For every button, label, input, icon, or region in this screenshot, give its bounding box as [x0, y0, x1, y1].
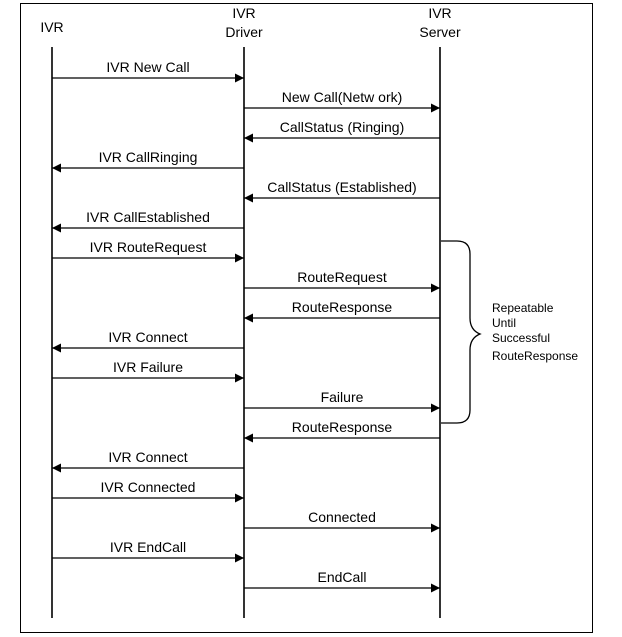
message-label: Connected: [308, 509, 376, 525]
repeat-group: Repeatable Until Successful RouteRespons…: [441, 240, 578, 424]
message: RouteRequest: [244, 269, 440, 293]
message: Connected: [244, 509, 440, 533]
message-label: EndCall: [317, 569, 366, 585]
message: IVR New Call: [52, 59, 244, 83]
participant-driver-label: IVR: [232, 5, 255, 21]
repeat-brace: [441, 240, 482, 424]
message: RouteResponse: [244, 419, 440, 443]
message: IVR Connect: [52, 329, 244, 353]
message: IVR CallRinging: [52, 149, 244, 173]
message-label: RouteRequest: [297, 269, 387, 285]
message-label: IVR Failure: [113, 359, 183, 375]
participant-driver-label: Driver: [225, 24, 263, 40]
message-label: RouteResponse: [292, 299, 393, 315]
participant-server-label: Server: [419, 24, 461, 40]
repeat-note-line: Until: [492, 316, 516, 330]
message: IVR RouteRequest: [52, 239, 244, 263]
message-label: Failure: [321, 389, 364, 405]
message: New Call(Netw ork): [244, 89, 440, 113]
participant-ivr-label: IVR: [40, 19, 63, 35]
message: CallStatus (Established): [244, 179, 440, 203]
participant-server-label: IVR: [428, 5, 451, 21]
message-label: IVR Connected: [101, 479, 196, 495]
message: Failure: [244, 389, 440, 413]
message-label: IVR Connect: [108, 449, 187, 465]
message: IVR Failure: [52, 359, 244, 383]
message: IVR CallEstablished: [52, 209, 244, 233]
message: RouteResponse: [244, 299, 440, 323]
message-label: IVR RouteRequest: [90, 239, 207, 255]
message-label: CallStatus (Ringing): [280, 119, 405, 135]
repeat-note-line: Repeatable: [492, 301, 554, 315]
repeat-note-line: RouteResponse: [492, 349, 578, 363]
message: CallStatus (Ringing): [244, 119, 440, 143]
message-label: CallStatus (Established): [267, 179, 416, 195]
message-label: RouteResponse: [292, 419, 393, 435]
message: IVR EndCall: [52, 539, 244, 563]
repeat-note-line: Successful: [492, 331, 550, 345]
message: EndCall: [244, 569, 440, 593]
participants: IVR IVR Driver IVR Server: [40, 5, 461, 40]
message-label: IVR CallEstablished: [86, 209, 210, 225]
diagram-frame: [20, 3, 593, 633]
message-label: IVR EndCall: [110, 539, 186, 555]
message-label: IVR Connect: [108, 329, 187, 345]
message-label: IVR CallRinging: [99, 149, 198, 165]
message-label: New Call(Netw ork): [282, 89, 403, 105]
message: IVR Connect: [52, 449, 244, 473]
message: IVR Connected: [52, 479, 244, 503]
message-label: IVR New Call: [106, 59, 189, 75]
